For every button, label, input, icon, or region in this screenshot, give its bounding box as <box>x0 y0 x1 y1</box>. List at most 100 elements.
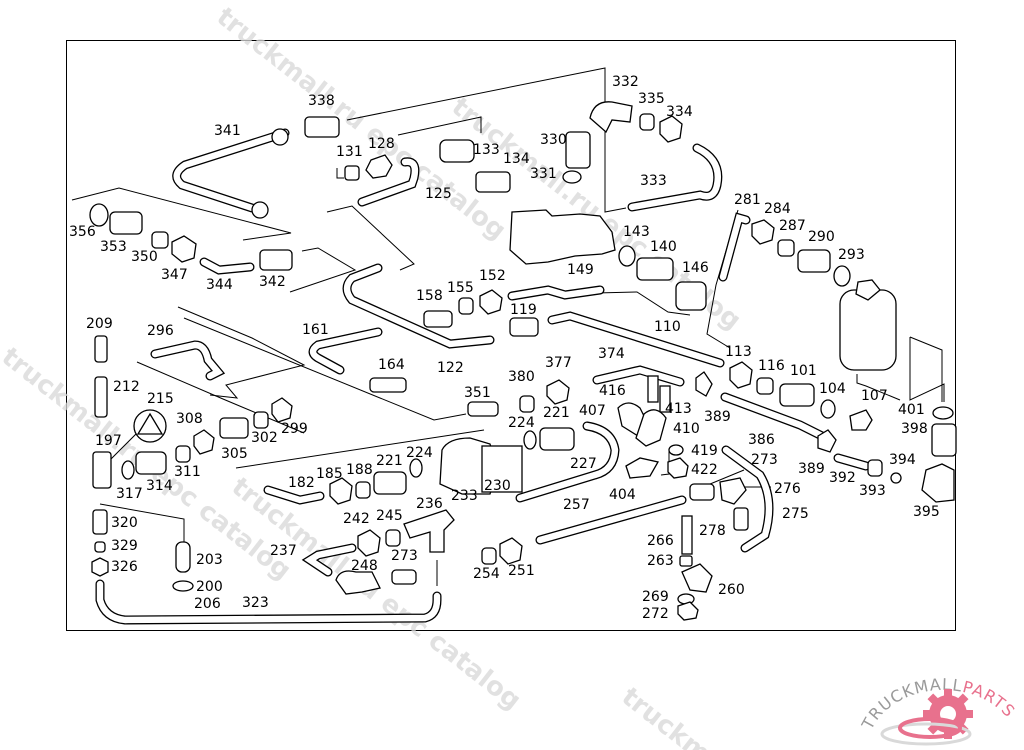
callout-287: 287 <box>779 218 806 234</box>
callout-257: 257 <box>563 497 590 513</box>
washer-356 <box>89 203 109 227</box>
washer-269 <box>677 593 695 605</box>
sleeve-335 <box>639 113 655 131</box>
elbow-395 <box>921 463 955 503</box>
callout-296: 296 <box>147 323 174 339</box>
sleeve-350 <box>151 231 169 249</box>
callout-212: 212 <box>113 379 140 395</box>
plate-230 <box>481 445 523 493</box>
callout-113: 113 <box>725 344 752 360</box>
callout-158: 158 <box>416 288 443 304</box>
connector-209 <box>94 335 108 363</box>
callout-101: 101 <box>790 363 817 379</box>
union-221b <box>373 471 407 495</box>
callout-221: 221 <box>376 453 403 469</box>
group-outline-mid <box>183 317 467 421</box>
elbow-276 <box>719 477 747 505</box>
logo-swoosh <box>880 722 972 746</box>
union-273 <box>689 483 715 501</box>
callout-351: 351 <box>464 385 491 401</box>
valve-body-149 <box>509 209 616 265</box>
callout-341: 341 <box>214 123 241 139</box>
gear-icon <box>923 689 973 739</box>
callout-398: 398 <box>901 421 928 437</box>
callout-122: 122 <box>437 360 464 376</box>
dryer-canister-107 <box>839 289 897 371</box>
callout-273: 273 <box>751 452 778 468</box>
callout-302: 302 <box>251 430 278 446</box>
callout-344: 344 <box>206 277 233 293</box>
sleeve-188 <box>355 481 371 499</box>
callout-140: 140 <box>650 239 677 255</box>
callout-326: 326 <box>111 559 138 575</box>
spacer-263 <box>679 555 693 567</box>
sleeve-287 <box>777 239 795 257</box>
callout-248: 248 <box>351 558 378 574</box>
group-outline-131 <box>336 168 344 179</box>
callout-233: 233 <box>451 488 478 504</box>
union-273b <box>391 569 417 585</box>
group-outline-149 <box>595 291 691 316</box>
ring-200 <box>172 580 194 592</box>
nut-334 <box>659 115 683 143</box>
callout-197: 197 <box>95 433 122 449</box>
callout-392: 392 <box>829 470 856 486</box>
callout-242: 242 <box>343 511 370 527</box>
callout-404: 404 <box>609 487 636 503</box>
plug-131 <box>344 165 360 181</box>
callout-335: 335 <box>638 91 665 107</box>
callout-317: 317 <box>116 486 143 502</box>
callout-401: 401 <box>898 402 925 418</box>
callout-347: 347 <box>161 267 188 283</box>
clip-389 <box>695 371 713 397</box>
callout-110: 110 <box>654 319 681 335</box>
sleeve-254 <box>481 547 497 565</box>
nut-242 <box>357 529 381 557</box>
group-outline-125 <box>326 205 415 271</box>
callout-278: 278 <box>699 523 726 539</box>
union-305 <box>219 417 249 439</box>
clamp-410b <box>635 409 667 447</box>
elbow-332 <box>589 101 633 134</box>
callout-407: 407 <box>579 403 606 419</box>
callout-146: 146 <box>682 260 709 276</box>
callout-200: 200 <box>196 579 223 595</box>
truckmallparts-logo: TRUCKMALLPARTS <box>857 675 1018 746</box>
tubes <box>95 128 871 625</box>
fitting-158 <box>423 310 453 328</box>
nut-341-end <box>271 128 289 146</box>
callout-251: 251 <box>508 563 535 579</box>
sleeve-302 <box>253 411 269 429</box>
callout-299: 299 <box>281 421 308 437</box>
callout-182: 182 <box>288 475 315 491</box>
sleeve-311 <box>175 445 191 463</box>
callout-134: 134 <box>503 151 530 167</box>
union-398 <box>931 423 957 457</box>
callout-224: 224 <box>508 415 535 431</box>
callout-350: 350 <box>131 249 158 265</box>
callout-342: 342 <box>259 274 286 290</box>
callout-275: 275 <box>782 506 809 522</box>
callout-254: 254 <box>473 566 500 582</box>
bolt-416 <box>647 375 659 403</box>
callout-149: 149 <box>567 262 594 278</box>
callout-416: 416 <box>599 383 626 399</box>
group-outline-upper <box>346 67 627 213</box>
nut-284 <box>751 219 775 245</box>
callout-273: 273 <box>391 548 418 564</box>
callout-143: 143 <box>623 224 650 240</box>
callout-230: 230 <box>484 478 511 494</box>
callout-266: 266 <box>647 533 674 549</box>
nut-185 <box>329 477 353 505</box>
group-outline-296 <box>177 306 306 399</box>
callout-386: 386 <box>748 432 775 448</box>
clip-389b <box>817 429 837 453</box>
callout-215: 215 <box>147 391 174 407</box>
hose-341 <box>172 128 290 213</box>
callout-133: 133 <box>473 142 500 158</box>
callout-260: 260 <box>718 582 745 598</box>
callout-206: 206 <box>194 596 221 612</box>
washer-419 <box>668 444 684 456</box>
